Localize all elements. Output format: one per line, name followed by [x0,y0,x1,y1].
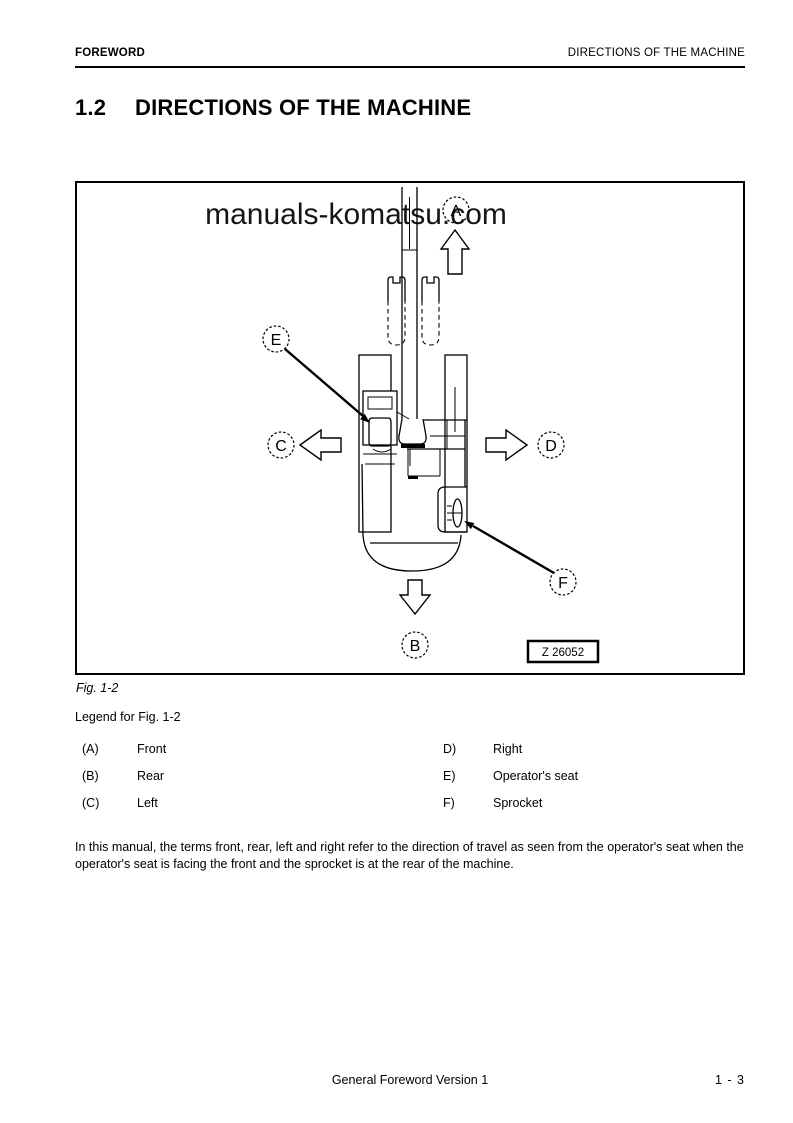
label-seat: E [262,325,290,353]
machine-direction-diagram: manuals-komatsu.com [205,187,600,664]
running-header-left: FOREWORD [75,47,145,59]
legend-key: (B) [82,769,99,783]
seat-leader-line [284,348,370,423]
legend-key: D) [443,742,457,756]
section-title-text: DIRECTIONS OF THE MACHINE [135,95,472,120]
label-front-letter: A [451,203,462,220]
legend-value: Operator's seat [493,769,579,783]
watermark-text: manuals-komatsu.com [205,198,507,231]
legend-value: Left [137,796,158,810]
left-arrow-icon [298,428,342,462]
boom-foot [398,418,427,448]
section-number: 1.2 [75,95,107,120]
body-paragraph: In this manual, the terms front, rear, l… [75,840,744,871]
figure-caption: Fig. 1-2 [76,681,119,695]
legend-heading: Legend for Fig. 1-2 [75,710,181,724]
drawing-number-box: Z 26052 [526,639,600,664]
drawing-number: Z 26052 [542,647,584,659]
legend-key: (C) [82,796,100,810]
right-arrow-icon [485,428,529,462]
label-right: D [537,431,565,459]
legend-row: (A) Front D) Right [75,742,745,769]
label-right-letter: D [545,438,557,455]
footer-page-number: 1 - 3 [714,1073,745,1087]
label-seat-letter: E [271,332,282,349]
sprocket-leader-line [464,521,555,575]
front-arrow-icon [439,228,471,275]
label-front: A [442,196,470,224]
label-left: C [267,431,295,459]
legend-value: Right [493,742,523,756]
legend-row: (C) Left F) Sprocket [75,796,745,823]
legend-row: (B) Rear E) Operator's seat [75,769,745,796]
machine-body [361,419,467,572]
label-rear-letter: B [410,638,421,655]
section-title: 1.2 DIRECTIONS OF THE MACHINE [75,95,471,121]
legend-key: (A) [82,742,99,756]
footer-version: General Foreword Version 1 [331,1073,489,1087]
cab-and-seat [362,390,410,465]
attachment-clamps [387,276,440,346]
legend-value: Front [137,742,167,756]
label-left-letter: C [275,438,287,455]
label-sprocket-letter: F [558,575,568,592]
legend-key: F) [443,796,455,810]
legend-value: Sprocket [493,796,543,810]
label-rear: B [401,631,429,659]
rear-arrow-icon [398,579,432,616]
legend-key: E) [443,769,456,783]
header-rule [75,66,745,68]
label-sprocket: F [549,568,577,596]
running-header-right: DIRECTIONS OF THE MACHINE [567,47,745,59]
figure-frame: manuals-komatsu.com [75,181,745,675]
boom-lines [401,187,418,466]
sprocket [437,486,467,533]
legend-value: Rear [137,769,165,783]
legend-table: (A) Front D) Right (B) Rear E) Operator'… [75,742,745,823]
